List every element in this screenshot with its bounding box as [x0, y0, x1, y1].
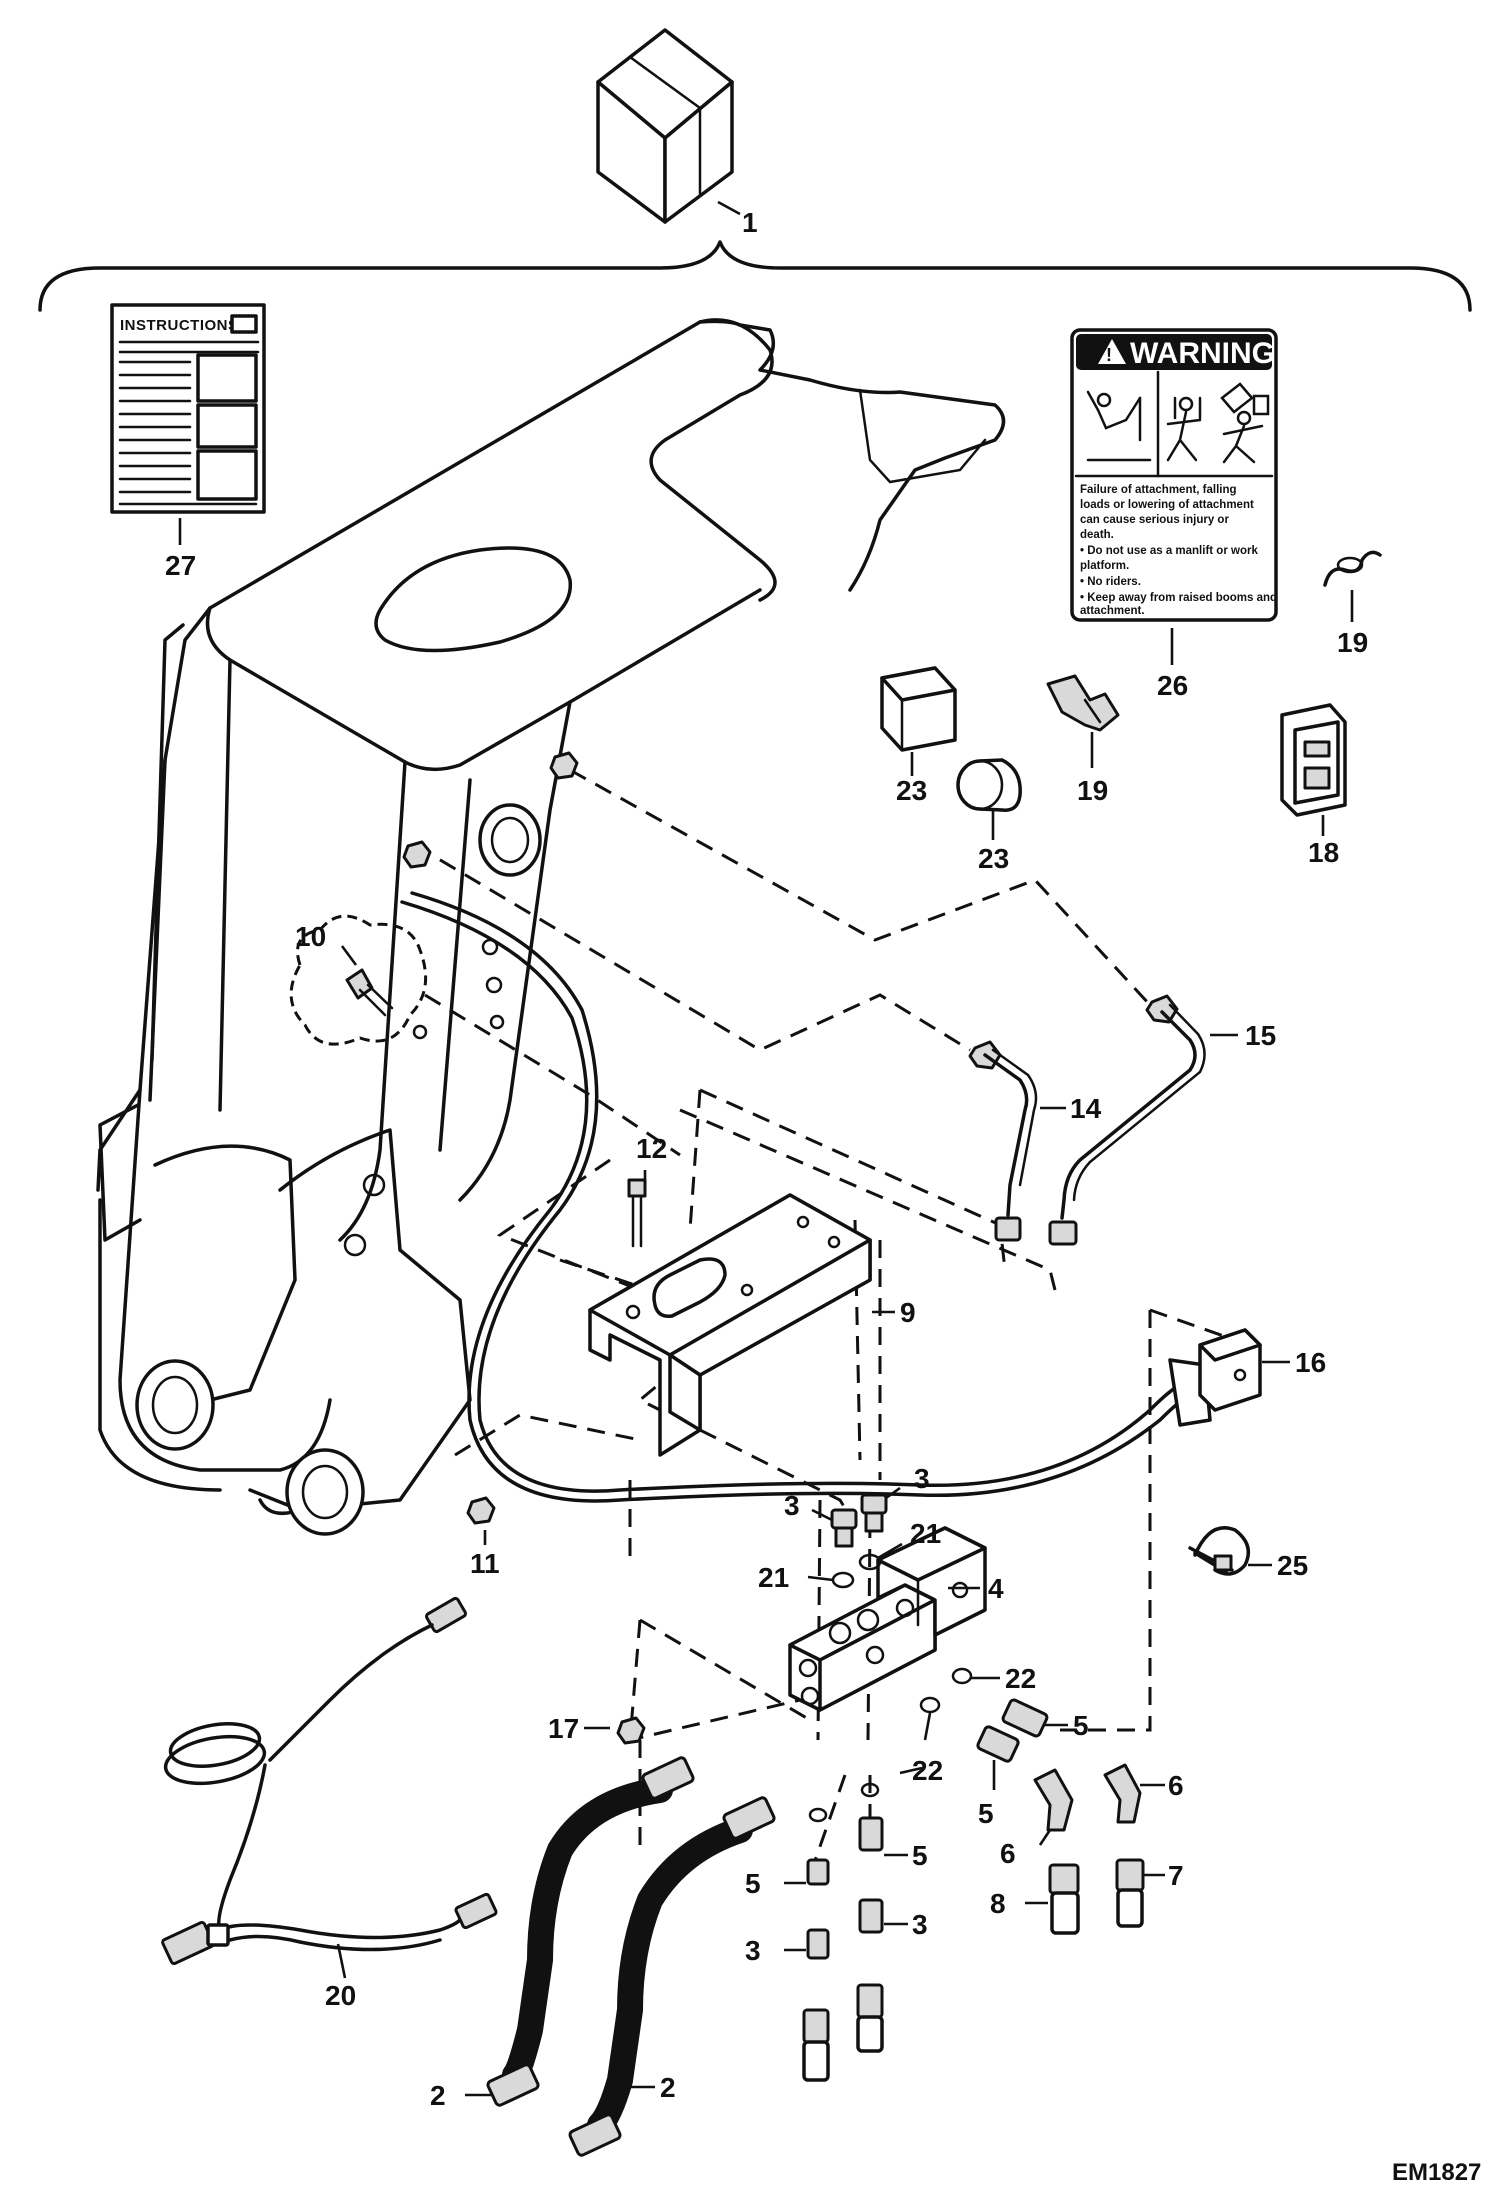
warning-triangle-icon [1098, 339, 1126, 364]
callout-8: 8 [990, 1888, 1006, 1919]
callout-25: 25 [1277, 1550, 1308, 1581]
callout-3-c: 3 [912, 1909, 928, 1940]
callout-22-b: 22 [912, 1755, 943, 1786]
callout-7: 7 [1168, 1860, 1184, 1891]
oring-22-upper [951, 1667, 973, 1685]
switch-connector [1046, 674, 1120, 732]
rocker-switch [1280, 703, 1347, 817]
bolt-10 [345, 968, 394, 1017]
crush-hazard-pictogram-icon [1086, 390, 1152, 462]
warning-line-1: Failure of attachment, falling [1080, 484, 1237, 496]
callout-3-b: 3 [914, 1463, 930, 1494]
hose-left [486, 1756, 695, 2107]
coupler-8 [1048, 1863, 1080, 1935]
fitting-3-right [860, 1493, 888, 1533]
cable-tie [1188, 1526, 1251, 1576]
warning-line-9: attachment. [1080, 605, 1145, 617]
instructions-title: INSTRUCTIONS [120, 317, 239, 334]
warning-line-4: death. [1080, 529, 1114, 541]
warning-title: WARNING [1130, 337, 1275, 370]
kit-box [596, 28, 734, 224]
callout-4: 4 [988, 1573, 1004, 1604]
callout-18: 18 [1308, 837, 1339, 868]
elbow-6-right [1103, 1763, 1142, 1824]
warning-line-2: loads or lowering of attachment [1080, 499, 1254, 511]
wiring-harness [161, 1596, 498, 1966]
callout-14: 14 [1070, 1093, 1102, 1124]
callout-17: 19 [1337, 627, 1368, 658]
callout-10: 10 [295, 921, 326, 952]
relay [880, 666, 957, 752]
callout-15: 15 [1245, 1020, 1276, 1051]
tube-15 [1048, 994, 1206, 1246]
oring-22-lower [919, 1696, 941, 1714]
warning-header [1076, 334, 1272, 370]
instructions-sheet: INSTRUCTIONS [110, 303, 266, 514]
hose-right [568, 1796, 776, 2157]
callout-21-b: 21 [758, 1562, 789, 1593]
leader-lines [178, 200, 1354, 2097]
drawing-code: EM1827 [1392, 2159, 1481, 2186]
fitting-stack-center [856, 1782, 884, 2053]
callout-23: 23 [978, 843, 1009, 874]
bolt-12 [627, 1178, 647, 1248]
callout-6-b: 6 [1000, 1838, 1016, 1869]
nut-top [549, 751, 579, 780]
callout-11: 11 [470, 1548, 500, 1579]
callout-5-c: 5 [912, 1840, 928, 1871]
callout-27: 27 [165, 550, 196, 581]
callout-16: 16 [1295, 1347, 1326, 1378]
callout-13: 17 [548, 1713, 579, 1744]
valve-body [788, 1526, 987, 1712]
callout-labels: 1 27 26 19 23 19 23 18 10 15 14 12 9 16 … [165, 207, 1368, 2111]
callout-5-a: 5 [1073, 1710, 1089, 1741]
coupler-7 [1115, 1858, 1145, 1928]
fitting-3-left [830, 1508, 858, 1548]
callout-1: 1 [742, 207, 758, 238]
callout-20: 20 [325, 1980, 356, 2011]
no-riders-pictogram-icon [1166, 396, 1202, 462]
keep-away-pictogram-icon [1220, 382, 1270, 464]
warning-line-8: • Keep away from raised booms and [1080, 592, 1277, 604]
callout-5-b: 5 [978, 1798, 994, 1829]
nut-11 [466, 1496, 496, 1525]
warning-decal: ! WARNING Failure of attachment, falling… [1070, 328, 1278, 622]
bushing [956, 758, 1022, 812]
warning-line-3: can cause serious injury or [1080, 514, 1229, 526]
callout-21-a: 21 [910, 1518, 941, 1549]
warning-line-5: • Do not use as a manlift or work [1080, 545, 1258, 557]
kit-brace [38, 240, 1472, 312]
oring-21-left [831, 1571, 855, 1589]
callout-5-d: 5 [745, 1868, 761, 1899]
callout-9: 9 [900, 1297, 916, 1328]
fitting-5-middle [976, 1725, 1020, 1763]
callout-22-a: 22 [1005, 1663, 1036, 1694]
callout-26: 26 [1157, 670, 1188, 701]
warning-line-7: • No riders. [1080, 576, 1141, 588]
callout-6-a: 6 [1168, 1770, 1184, 1801]
tube-14 [968, 1040, 1038, 1242]
callout-3-d: 3 [745, 1935, 761, 1966]
boom-arm [96, 318, 1006, 1536]
mounting-bracket [588, 1193, 872, 1457]
fitting-stack-left [802, 1807, 830, 2082]
elbow-6-left [1033, 1768, 1074, 1832]
harness-cable [400, 891, 1262, 1503]
fitting-5-upper [1001, 1698, 1049, 1738]
warning-line-6: platform. [1080, 560, 1129, 572]
access-hole-outline [289, 914, 428, 1046]
callout-2-b: 2 [660, 2072, 676, 2103]
callout-2-a: 2 [430, 2080, 446, 2111]
svg-text:!: ! [1106, 345, 1112, 365]
callout-12: 12 [636, 1133, 667, 1164]
nut-13 [616, 1716, 646, 1745]
callout-24: 23 [896, 775, 927, 806]
oring-21-right [858, 1553, 882, 1571]
wire-clip [1323, 550, 1382, 587]
callout-19: 19 [1077, 775, 1108, 806]
callout-3-a: 3 [784, 1490, 800, 1521]
nut-side [402, 840, 432, 869]
